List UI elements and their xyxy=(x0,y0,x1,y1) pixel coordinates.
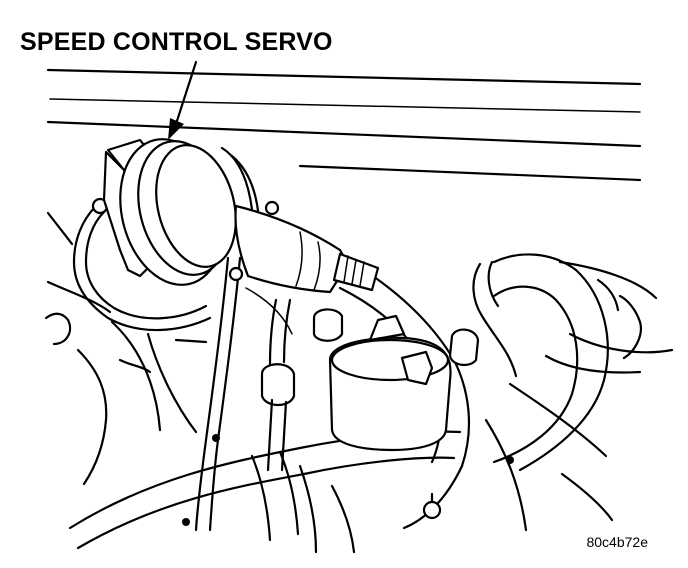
figure-id: 80c4b72e xyxy=(586,534,648,550)
callout-label: SPEED CONTROL SERVO xyxy=(20,28,333,56)
hood-edge-lines xyxy=(46,68,642,182)
throttle-body xyxy=(182,298,514,526)
heater-hose xyxy=(472,253,609,472)
servo-vacuum-line xyxy=(72,197,212,332)
fender-outline xyxy=(44,211,208,486)
callout-arrow xyxy=(168,60,198,140)
servo-housing xyxy=(102,138,261,286)
servo-boot xyxy=(228,200,380,294)
strut-tower xyxy=(484,260,674,532)
